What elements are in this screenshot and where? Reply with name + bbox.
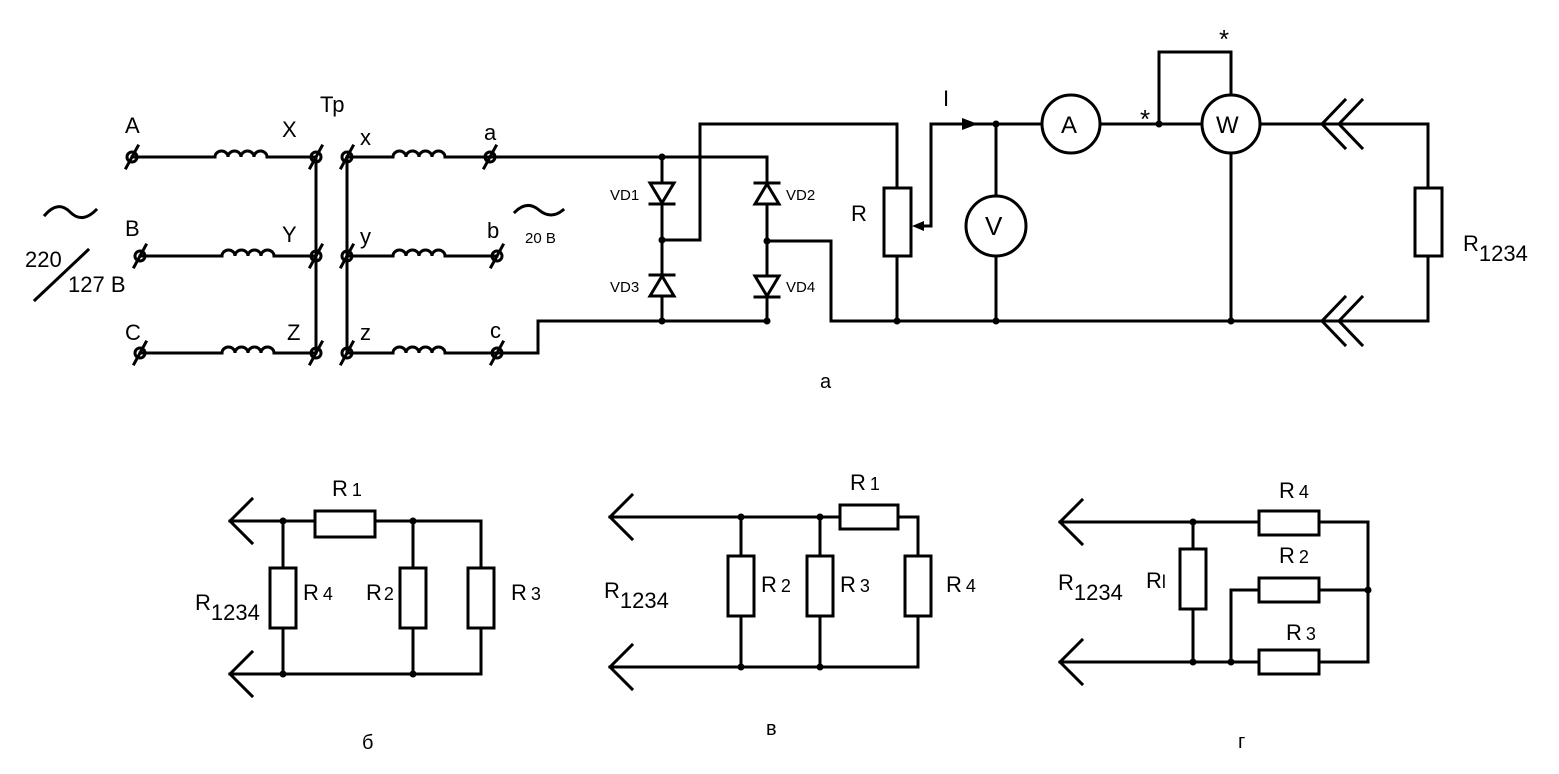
connector-bottom-icon-2 <box>1336 294 1365 348</box>
label-x-upper: X <box>282 117 297 142</box>
label-voltmeter: V <box>985 211 1003 241</box>
supply-voltage-bottom: 127 В <box>68 272 126 297</box>
label-total-b: R1234 <box>195 590 260 625</box>
main-circuit: 220 127 В <box>25 24 1528 393</box>
label-y-lower: y <box>360 224 371 249</box>
current-arrow-icon <box>962 118 978 130</box>
label-a-lower: a <box>484 120 497 145</box>
label-y-upper: Y <box>282 222 297 247</box>
primary-winding-b <box>131 242 325 270</box>
terminal-c-icon <box>133 346 147 360</box>
supply-slash <box>32 247 91 303</box>
label-ammeter: A <box>1061 112 1077 139</box>
label-a-upper: A <box>125 113 140 138</box>
secondary-voltage: 20 В <box>525 230 556 247</box>
ac-supply-icon <box>42 205 99 219</box>
label-z-lower: z <box>360 320 371 345</box>
wire-positive <box>660 122 899 242</box>
label-vd1: VD1 <box>610 187 639 204</box>
secondary-winding-b <box>338 242 506 270</box>
rheostat-slider <box>918 122 933 228</box>
resistor-r4-v <box>903 554 933 618</box>
caption-a: а <box>820 371 832 393</box>
caption-v: в <box>766 718 777 740</box>
label-b-lower: b <box>487 218 499 243</box>
secondary-ac-icon <box>512 204 566 217</box>
label-r1-g: Rl <box>1146 568 1166 593</box>
caption-b: б <box>362 732 373 754</box>
secondary-winding-c <box>338 339 506 367</box>
wattmeter-voltage-loop <box>1157 50 1233 126</box>
label-rheostat: R <box>851 201 867 226</box>
resistor-r1-g <box>1178 547 1208 611</box>
resistor-r4-g <box>1257 509 1321 537</box>
resistor-r1-v <box>838 503 900 531</box>
star-marker-voltage: * <box>1219 24 1229 54</box>
label-wattmeter: W <box>1216 112 1239 139</box>
resistor-r3-g <box>1257 648 1321 676</box>
load-resistor <box>1413 186 1444 258</box>
label-vd4: VD4 <box>786 279 815 296</box>
resistor-r2-b <box>398 566 428 630</box>
label-total-v: R1234 <box>604 578 669 613</box>
primary-winding-c <box>131 339 325 367</box>
wire-negative <box>765 239 1430 323</box>
label-total-g: R1234 <box>1058 570 1123 605</box>
label-vd2: VD2 <box>786 187 815 204</box>
resistor-r3-b <box>466 566 496 630</box>
resistor-r3-v <box>805 554 835 618</box>
diode-vd1-icon <box>647 181 677 206</box>
label-b-upper: B <box>125 216 140 241</box>
star-marker-current: * <box>1140 104 1150 134</box>
label-c-upper: C <box>125 320 141 345</box>
diode-vd3-icon <box>647 273 677 298</box>
label-current: I <box>943 86 949 111</box>
supply-voltage-top: 220 <box>25 247 62 272</box>
diode-vd4-icon <box>752 274 782 299</box>
resistor-r4-b <box>268 566 298 630</box>
rheostat <box>882 186 913 258</box>
label-z-upper: Z <box>287 320 300 345</box>
transformer-label: Тр <box>320 92 344 117</box>
label-vd3: VD3 <box>610 279 639 296</box>
label-c-lower: c <box>490 318 501 343</box>
terminal-b-icon <box>133 249 147 263</box>
label-x-lower: x <box>360 125 371 150</box>
slider-arrow-icon <box>912 221 924 231</box>
terminal-a-icon <box>125 150 139 164</box>
primary-winding-a <box>123 143 325 171</box>
connector-top-icon-2 <box>1336 97 1365 151</box>
resistor-r2-v <box>726 554 756 618</box>
connector-bottom-icon <box>1319 294 1348 348</box>
connector-top-icon <box>1319 97 1348 151</box>
load-label: R1234 <box>1463 231 1528 266</box>
caption-g: г <box>1238 731 1245 753</box>
resistor-r1-b <box>313 509 377 539</box>
diode-vd2-icon <box>752 181 782 206</box>
wire-c <box>495 319 664 355</box>
resistor-r2-g <box>1257 576 1321 604</box>
